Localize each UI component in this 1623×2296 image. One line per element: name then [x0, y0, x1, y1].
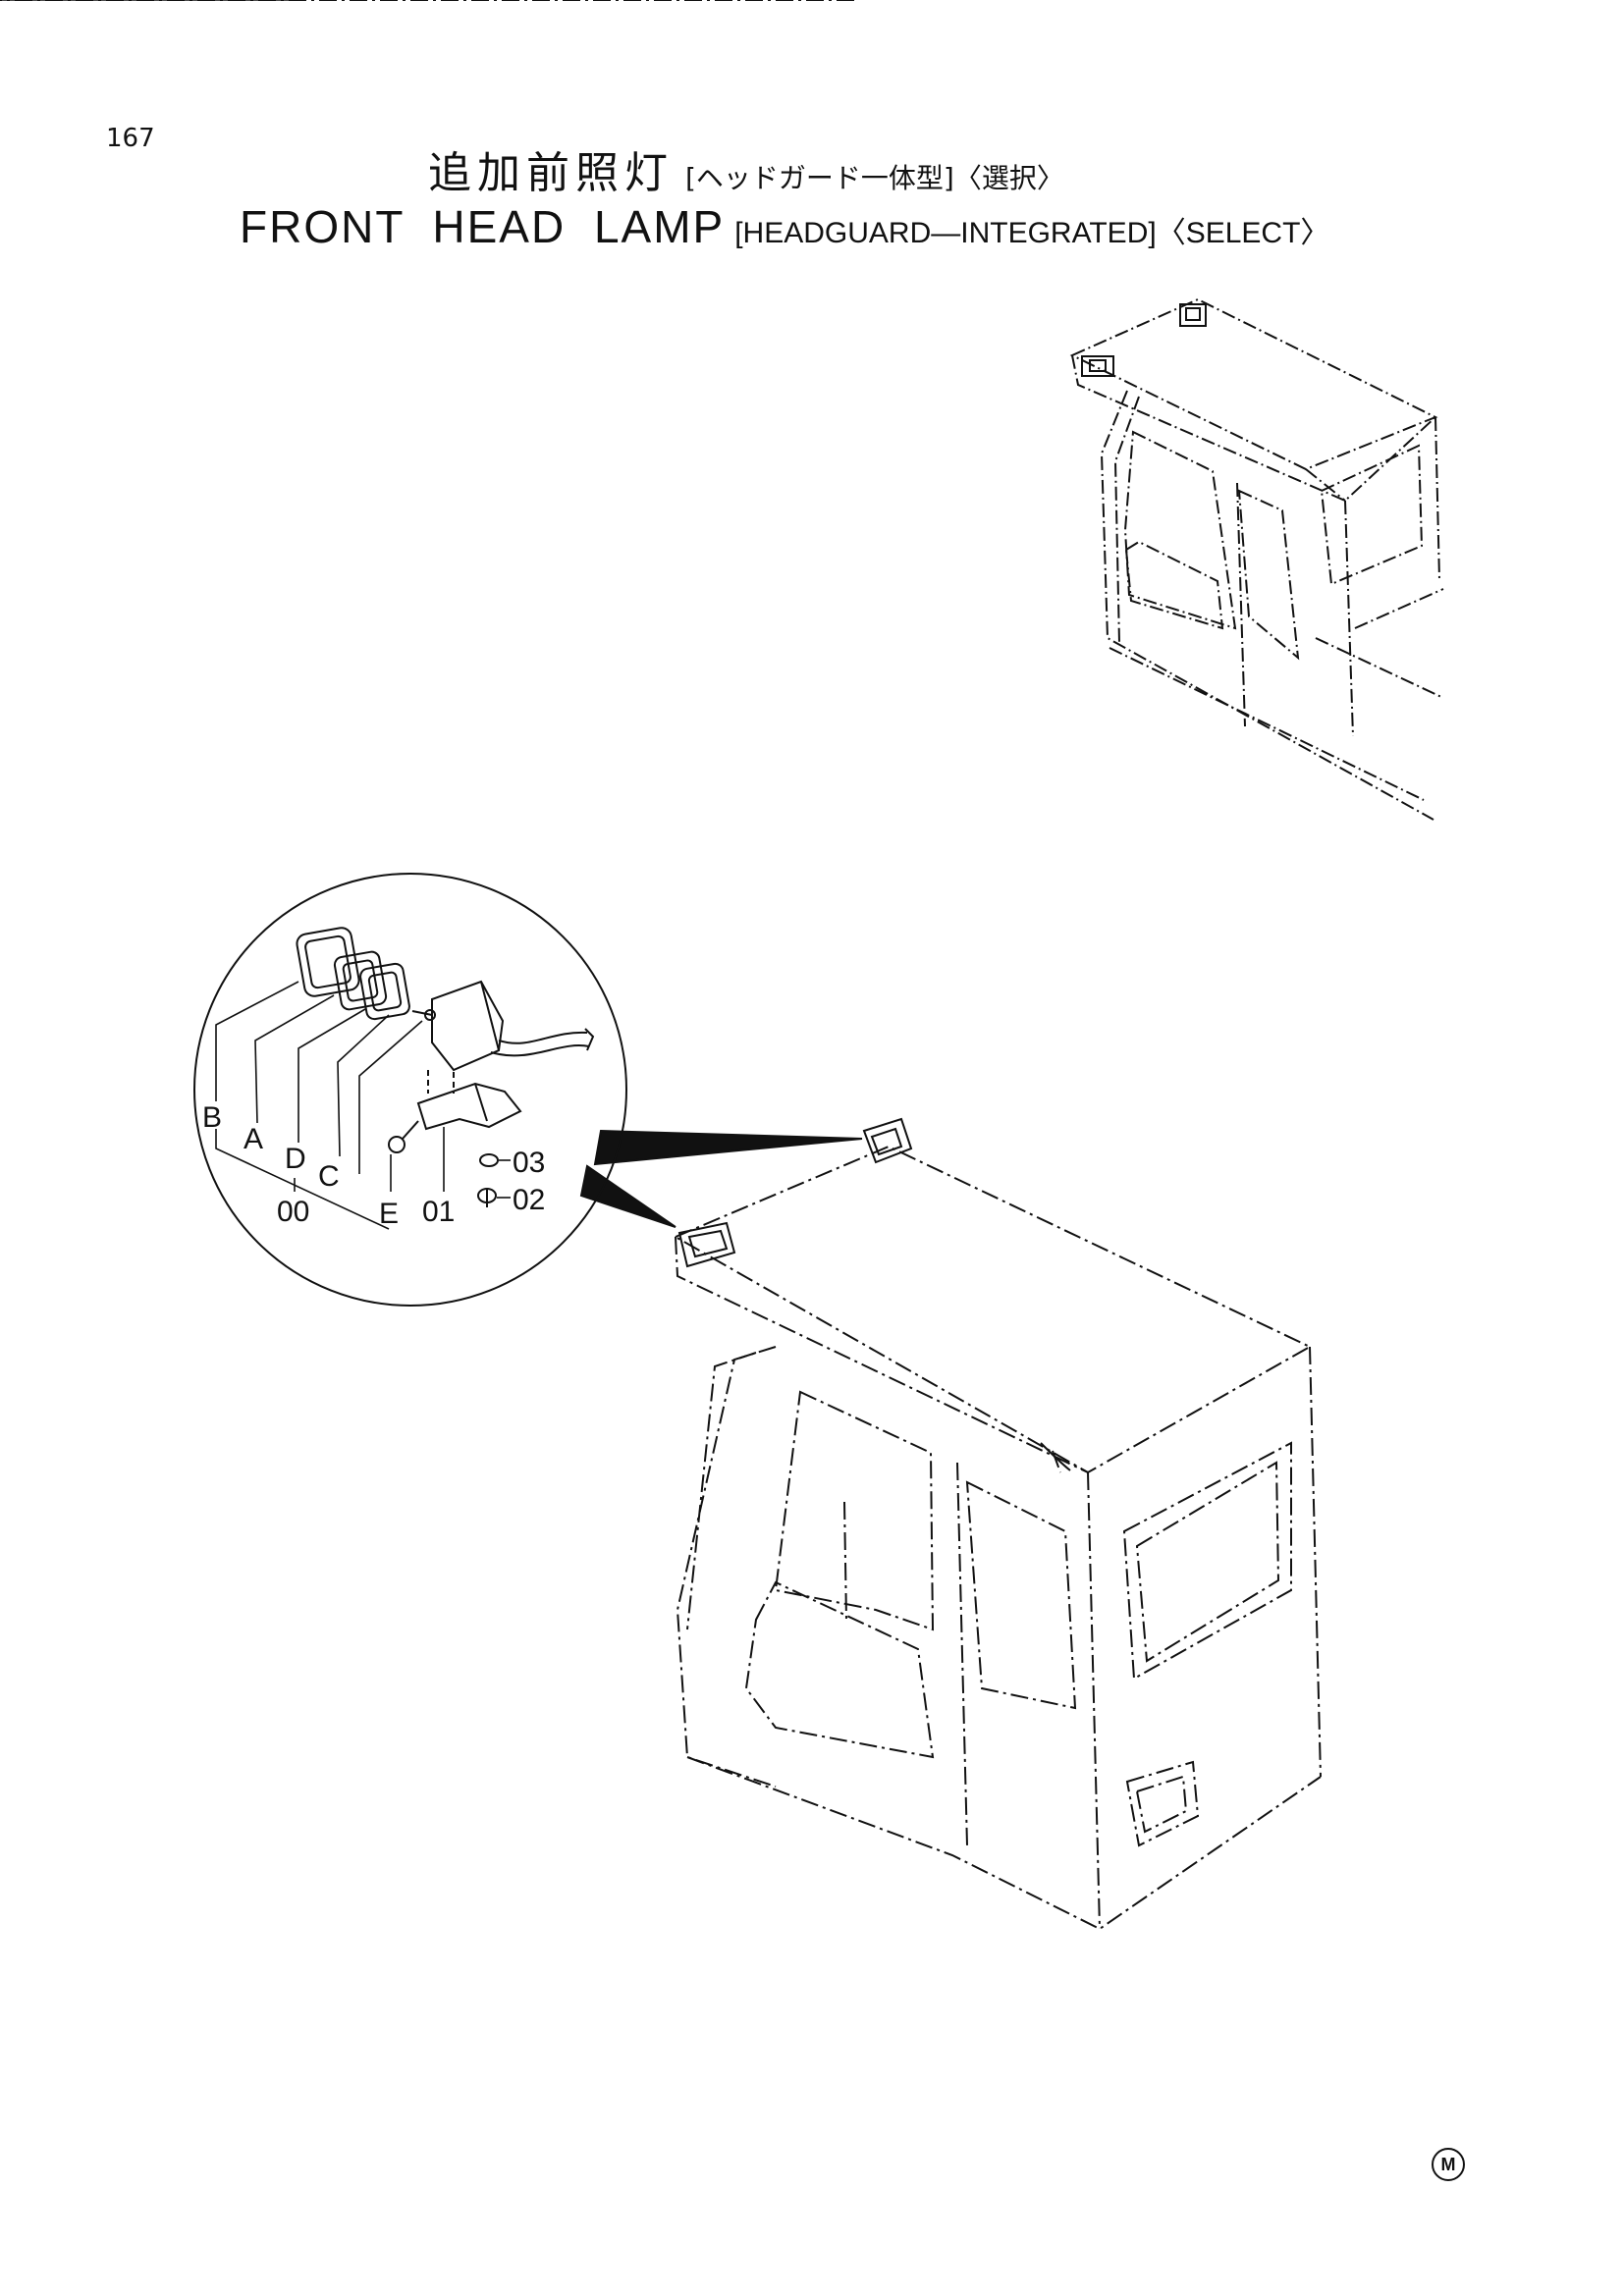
lamp-bulb-c	[411, 1009, 436, 1021]
lamp-housing	[431, 980, 595, 1072]
lamp-bracket	[416, 1070, 522, 1131]
overview-lamp-right	[1179, 303, 1207, 327]
main-cab	[0, 0, 1322, 1931]
detail-circle	[193, 873, 627, 1307]
callout-e: E	[379, 1198, 399, 1230]
callout-leaders	[0, 0, 511, 1230]
main-lamp-left	[677, 1221, 736, 1268]
callout-01: 01	[422, 1196, 455, 1228]
main-lamp-right	[862, 1117, 913, 1164]
screw-02	[477, 1188, 497, 1207]
title-en-sub: [HEADGUARD—INTEGRATED]〈SELECT〉	[734, 217, 1330, 249]
title-japanese: 追加前照灯 [ヘッドガード一体型]〈選択〉	[428, 137, 1064, 200]
main-cab-rail	[1040, 1442, 1071, 1471]
callout-a: A	[243, 1123, 263, 1155]
title-jp-sub: [ヘッドガード一体型]〈選択〉	[685, 162, 1064, 194]
lamp-lens-ring-d	[359, 962, 410, 1021]
callout-d: D	[285, 1143, 306, 1175]
washer-03	[479, 1153, 499, 1167]
bolt-e	[388, 1120, 419, 1153]
manufacturer-mark: M	[1432, 2148, 1465, 2181]
overview-lamp-left	[1081, 355, 1114, 377]
callout-02: 02	[513, 1184, 545, 1216]
lamp-lens-ring-b	[296, 927, 360, 997]
title-jp-main: 追加前照灯	[428, 148, 674, 198]
leader-wedge-upper	[593, 1129, 863, 1166]
callout-c: C	[318, 1160, 340, 1193]
overview-cab	[1069, 297, 1444, 821]
callout-00: 00	[277, 1196, 309, 1228]
callout-03: 03	[513, 1147, 545, 1179]
title-english: FRONT HEAD LAMP[HEADGUARD—INTEGRATED]〈SE…	[240, 200, 1329, 253]
page-number: 167	[106, 124, 155, 153]
callout-b: B	[202, 1101, 222, 1134]
leader-wedge-lower	[579, 1164, 676, 1228]
title-en-main: FRONT HEAD LAMP	[240, 201, 726, 252]
